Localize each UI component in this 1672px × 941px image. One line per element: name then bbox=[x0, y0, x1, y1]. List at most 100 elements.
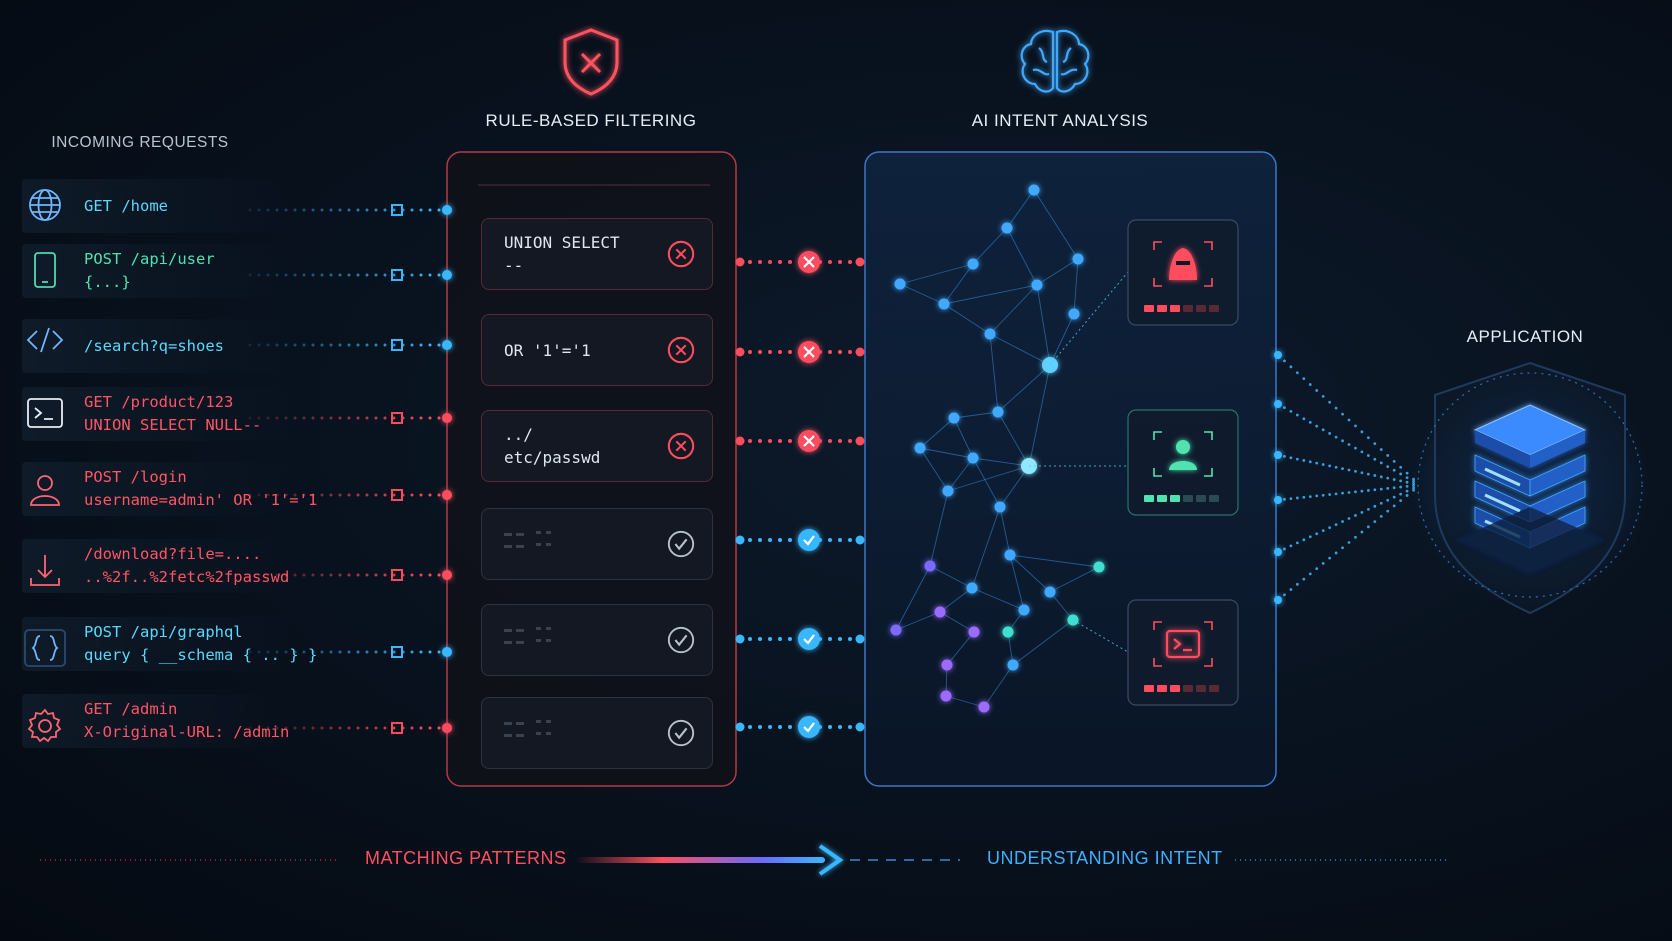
link-dot bbox=[1334, 406, 1338, 410]
link-dot bbox=[248, 650, 252, 654]
network-edge bbox=[953, 417, 974, 459]
gear-icon bbox=[27, 708, 62, 743]
network-node bbox=[948, 412, 960, 424]
link-dot bbox=[329, 273, 333, 277]
link-dot bbox=[374, 343, 378, 347]
link-dot bbox=[428, 493, 432, 497]
link-dot bbox=[293, 343, 297, 347]
link-dot bbox=[1315, 389, 1319, 392]
link-dot bbox=[758, 350, 762, 354]
link-dot bbox=[257, 273, 261, 277]
link-dot bbox=[1405, 471, 1409, 475]
link-dot bbox=[365, 650, 369, 654]
rule-line-1: UNION SELECT bbox=[504, 233, 620, 252]
link-dot bbox=[748, 637, 752, 641]
link-dot bbox=[1283, 547, 1286, 551]
link-dot bbox=[1283, 497, 1286, 501]
confidence-bar bbox=[1209, 495, 1219, 502]
link-dot bbox=[1321, 493, 1325, 497]
link-dot bbox=[1321, 463, 1325, 466]
blocked-node-icon bbox=[798, 251, 820, 273]
network-edge bbox=[972, 457, 1030, 467]
output-link-origin bbox=[1274, 451, 1282, 459]
link-dot bbox=[1341, 546, 1344, 550]
network-edge bbox=[972, 457, 1001, 508]
hacker-icon bbox=[1169, 248, 1197, 280]
link-endpoint bbox=[442, 413, 452, 423]
request-icon-slot bbox=[22, 323, 68, 369]
link-dot bbox=[392, 416, 396, 420]
link-node bbox=[391, 489, 403, 501]
network-edge bbox=[899, 283, 945, 305]
request-link bbox=[248, 489, 452, 501]
confidence-bar bbox=[1196, 305, 1206, 312]
network-edge bbox=[997, 411, 1030, 467]
network-node bbox=[1002, 626, 1014, 638]
rule-output-link bbox=[735, 251, 865, 273]
link-dot bbox=[1295, 457, 1299, 461]
link-dot bbox=[748, 538, 752, 542]
network-edge bbox=[997, 364, 1051, 413]
network-edge bbox=[989, 333, 1051, 366]
link-dot bbox=[1405, 480, 1409, 484]
link-dot bbox=[320, 726, 324, 730]
link-dot bbox=[275, 208, 279, 212]
network-edge bbox=[953, 411, 999, 419]
link-endpoint bbox=[442, 490, 452, 500]
network-to-card-link bbox=[1049, 271, 1129, 366]
link-dot bbox=[1354, 490, 1357, 494]
output-links bbox=[1274, 351, 1415, 604]
rule-card-blocked: UNION SELECT-- bbox=[481, 218, 713, 290]
link-node bbox=[391, 646, 403, 658]
link-dot bbox=[275, 416, 279, 420]
link-dot bbox=[1295, 541, 1299, 545]
link-node bbox=[391, 204, 403, 216]
link-dot bbox=[828, 637, 832, 641]
link-dot bbox=[768, 637, 772, 641]
ai-confidence-bars bbox=[1144, 305, 1219, 312]
ai-card-benign bbox=[1127, 409, 1239, 516]
network-node bbox=[1093, 561, 1105, 573]
request-line-2: UNION SELECT NULL-- bbox=[84, 416, 262, 434]
network-node bbox=[914, 442, 926, 454]
request-line-1: /search?q=shoes bbox=[84, 336, 224, 355]
passed-check-icon bbox=[667, 719, 695, 747]
mobile-icon bbox=[34, 252, 56, 288]
link-dot bbox=[1373, 442, 1377, 446]
link-dot bbox=[248, 493, 252, 497]
link-dot bbox=[293, 208, 297, 212]
request-icon-slot bbox=[22, 391, 68, 437]
request-line-1: /download?file=.... bbox=[84, 545, 262, 563]
confidence-bar bbox=[1170, 495, 1180, 502]
link-dot bbox=[365, 416, 369, 420]
link-dot bbox=[374, 208, 378, 212]
request-line-1: POST /api/graphql bbox=[84, 623, 243, 641]
request-text: /download?file=......%2f..%2fetc%2fpassw… bbox=[84, 543, 289, 589]
network-edge bbox=[919, 447, 949, 492]
link-dot bbox=[1392, 468, 1396, 472]
network-edge bbox=[943, 263, 974, 305]
confidence-bar bbox=[1183, 305, 1193, 312]
link-dot bbox=[275, 343, 279, 347]
link-dot bbox=[419, 208, 423, 212]
network-edge bbox=[1006, 189, 1035, 229]
link-dot bbox=[1399, 492, 1403, 496]
link-dot bbox=[410, 726, 414, 730]
link-dot bbox=[428, 416, 432, 420]
link-dot bbox=[1334, 465, 1338, 469]
link-dot bbox=[1334, 523, 1338, 526]
network-edge bbox=[947, 457, 974, 492]
link-dot bbox=[437, 726, 441, 730]
network-edge bbox=[943, 303, 991, 335]
request-row: /search?q=shoes bbox=[22, 315, 322, 377]
link-dot bbox=[347, 726, 351, 730]
link-dot bbox=[419, 573, 423, 577]
link-dot bbox=[1354, 535, 1357, 539]
network-edge bbox=[1049, 591, 1074, 621]
link-dot bbox=[1386, 465, 1390, 468]
network-node bbox=[942, 485, 954, 497]
confidence-bar bbox=[1170, 685, 1180, 692]
link-dot bbox=[1366, 525, 1370, 529]
link-dot bbox=[356, 573, 360, 577]
